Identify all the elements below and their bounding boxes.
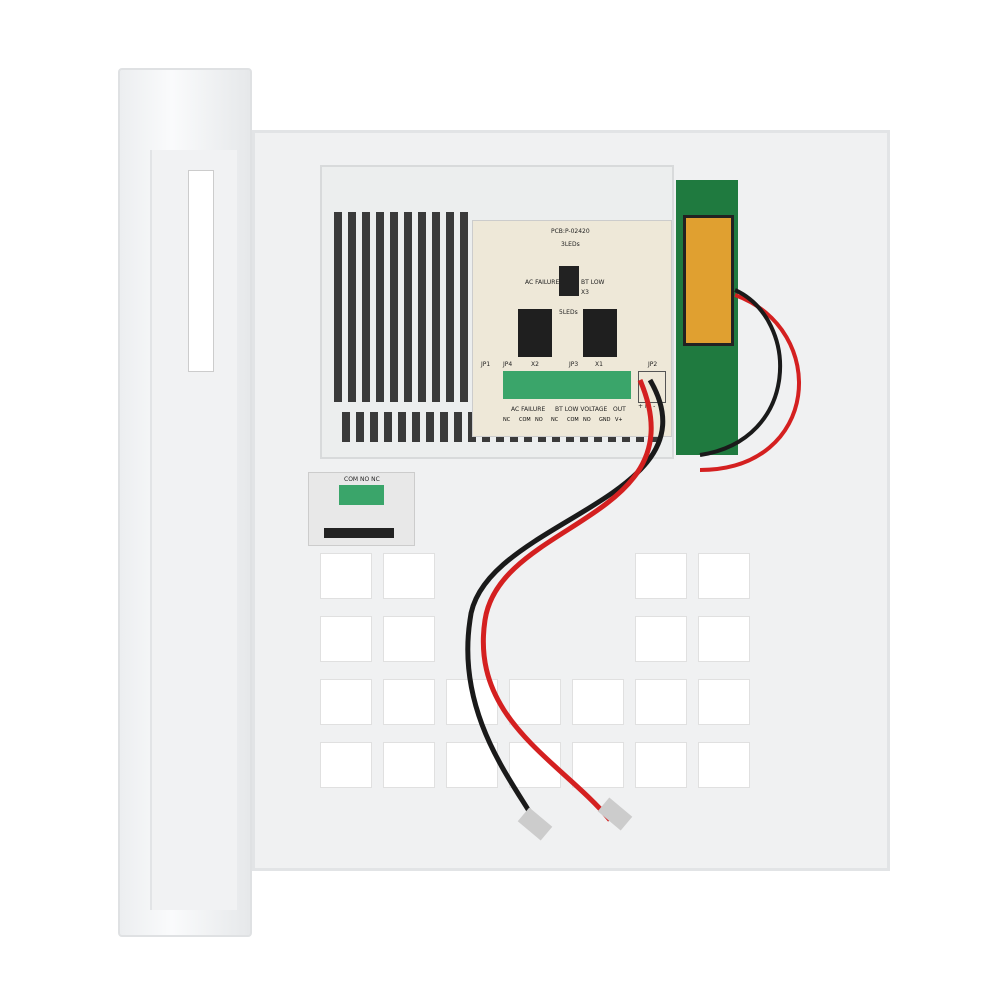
relay-x2	[518, 309, 552, 357]
jumper-label-bt: BT LOW	[581, 279, 605, 286]
output-terminal-block[interactable]	[503, 371, 631, 399]
red-wire	[480, 379, 654, 822]
terminal-label: NC	[503, 417, 511, 423]
terminal-label: GND	[599, 417, 611, 423]
connector-label: JP2	[648, 361, 658, 368]
vent-hole	[320, 616, 372, 662]
group-label: AC FAILURE	[511, 406, 546, 413]
vent-hole	[698, 679, 750, 725]
vent-hole	[383, 742, 435, 788]
vent-hole	[635, 679, 687, 725]
terminal-label: COM	[567, 417, 579, 423]
terminal-label: COM	[519, 417, 531, 423]
connector-label: JP1	[481, 361, 491, 368]
vent-hole	[572, 679, 624, 725]
terminal-label: NC	[551, 417, 559, 423]
group-label: BT LOW VOLTAGE	[555, 406, 608, 413]
product-label	[188, 170, 214, 372]
jumper-x3[interactable]	[559, 266, 579, 296]
vent-hole	[320, 679, 372, 725]
vent-hole	[383, 679, 435, 725]
spade-connector	[517, 807, 553, 841]
terminal-label: V+	[615, 417, 623, 423]
jumper-id: X3	[581, 289, 589, 296]
vent-hole	[320, 742, 372, 788]
vent-hole	[446, 742, 498, 788]
vent-hole	[509, 679, 561, 725]
led5-label: 5LEDs	[559, 309, 578, 316]
terminal-label: NO	[583, 417, 591, 423]
tamper-terminal-label: COM NO NC	[344, 476, 380, 483]
red-wire-battery	[699, 293, 802, 472]
mains-terminal-block[interactable]	[683, 215, 734, 346]
vent-hole	[698, 553, 750, 599]
relay-label: X1	[595, 361, 603, 368]
vent-hole	[698, 742, 750, 788]
input-connector[interactable]	[638, 371, 666, 403]
vent-hole	[383, 553, 435, 599]
vent-hole	[572, 742, 624, 788]
vent-hole	[698, 616, 750, 662]
black-wire-battery	[699, 288, 783, 457]
vent-grille	[334, 212, 469, 402]
relay-x1	[583, 309, 617, 357]
connector-label: JP4	[503, 361, 513, 368]
vent-hole	[635, 616, 687, 662]
spade-connector	[597, 797, 633, 831]
tamper-switch[interactable]	[324, 528, 394, 538]
tamper-switch-board: COM NO NC	[308, 472, 415, 546]
tamper-terminal-block[interactable]	[339, 485, 384, 505]
group-label: OUT	[613, 406, 626, 413]
connector-label: JP3	[569, 361, 579, 368]
pcb-part-number: PCB:P-02420	[551, 228, 590, 235]
relay-label: X2	[531, 361, 539, 368]
terminal-labels: NC COM NO NC COM NO GND V+	[503, 417, 631, 423]
vent-hole	[635, 742, 687, 788]
vent-hole	[383, 616, 435, 662]
black-wire	[465, 378, 666, 832]
terminal-label: NO	[535, 417, 543, 423]
vent-hole	[635, 553, 687, 599]
jumper-label-ac: AC FAILURE	[525, 279, 560, 286]
vent-hole	[320, 553, 372, 599]
led3-label: 3LEDs	[561, 241, 580, 248]
